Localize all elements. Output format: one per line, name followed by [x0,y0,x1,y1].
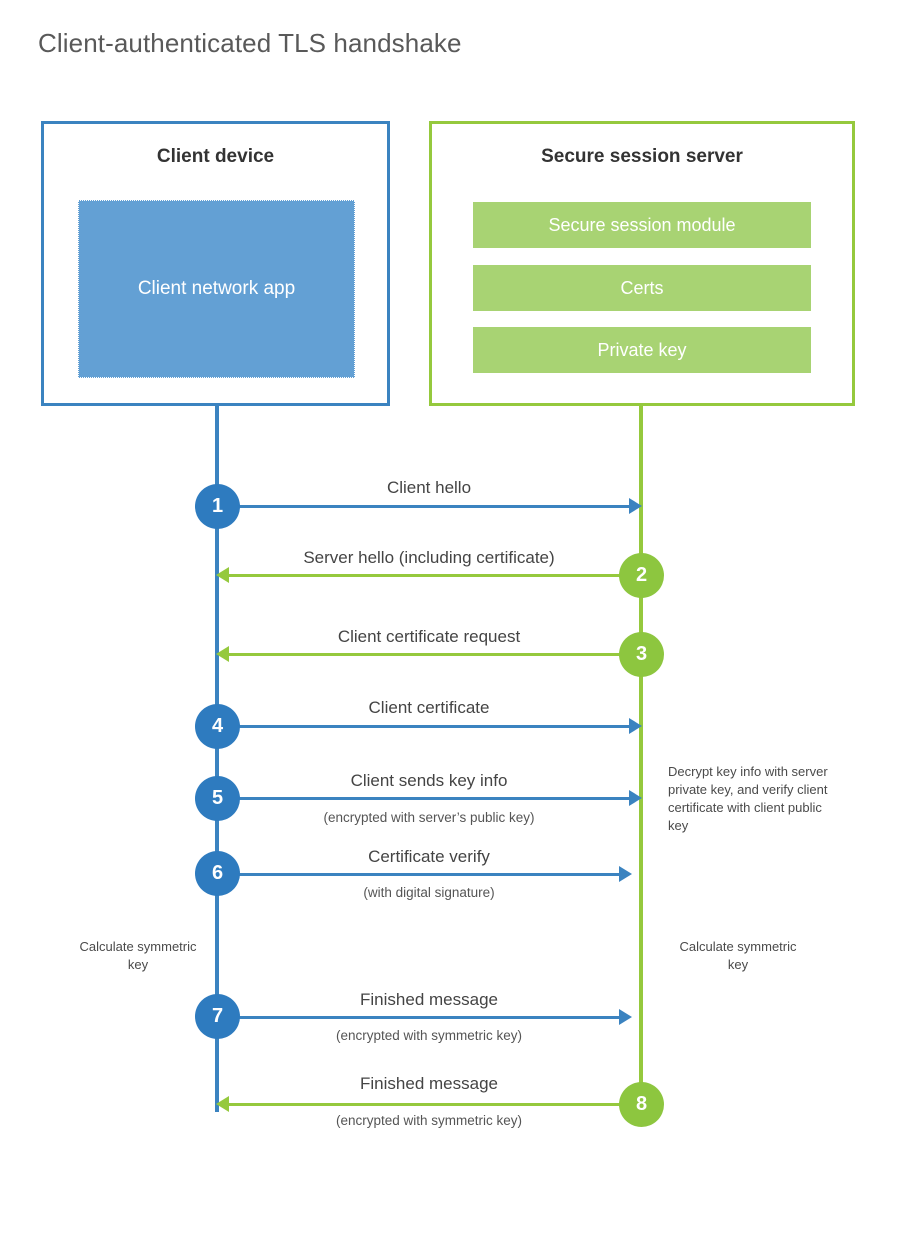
step-5-arrow-head-icon [629,790,642,806]
step-3-arrow-head-icon [216,646,229,662]
secure-session-server-title: Secure session server [541,146,743,167]
client-calculate-symmetric-key-note: Calculate symmetric key [79,939,197,972]
server-component-private-key: Private key [473,327,811,373]
step-1-circle[interactable]: 1 [195,484,240,529]
client-network-app-block: Client network app [78,200,355,378]
step-6-sublabel: (with digital signature) [363,885,495,900]
step-5-circle[interactable]: 5 [195,776,240,821]
client-device-box: Client device Client network app [41,121,390,406]
step-7-circle[interactable]: 7 [195,994,240,1039]
step-1-arrow-head-icon [629,498,642,514]
step-6-circle[interactable]: 6 [195,851,240,896]
step-1-arrow-line [217,505,632,508]
step-8-circle[interactable]: 8 [619,1082,664,1127]
step-2-circle[interactable]: 2 [619,553,664,598]
client-device-title: Client device [156,146,275,167]
server-decrypt-note: Decrypt key info with server private key… [668,764,828,833]
server-component-secure-session-module: Secure session module [473,202,811,248]
secure-session-server-box: Secure session server Secure session mod… [429,121,855,406]
page-title: Client-authenticated TLS handshake [38,28,462,58]
step-2-label: Server hello (including certificate) [303,548,555,567]
step-2-arrow-head-icon [216,567,229,583]
step-3-arrow-line [228,653,641,656]
server-lifeline [639,405,643,1105]
step-8-label: Finished message [360,1074,498,1093]
step-8-arrow-line [228,1103,641,1106]
step-5-sublabel: (encrypted with server’s public key) [323,810,535,825]
step-4-label: Client certificate [368,698,490,717]
step-7-arrow-line [217,1016,622,1019]
step-5-arrow-line [217,797,632,800]
step-5-label: Client sends key info [350,771,508,790]
step-4-circle[interactable]: 4 [195,704,240,749]
server-calculate-symmetric-key-note: Calculate symmetric key [679,939,797,972]
step-3-label: Client certificate request [337,627,521,646]
step-3-circle[interactable]: 3 [619,632,664,677]
client-lifeline [215,405,219,1112]
step-6-arrow-head-icon [619,866,632,882]
step-1-label: Client hello [386,478,472,497]
step-4-arrow-head-icon [629,718,642,734]
step-8-arrow-head-icon [216,1096,229,1112]
step-6-label: Certificate verify [368,847,490,866]
step-2-arrow-line [228,574,641,577]
step-7-label: Finished message [360,990,498,1009]
step-8-sublabel: (encrypted with symmetric key) [335,1113,523,1128]
step-6-arrow-line [217,873,622,876]
step-7-arrow-head-icon [619,1009,632,1025]
step-4-arrow-line [217,725,632,728]
server-component-certs: Certs [473,265,811,311]
step-7-sublabel: (encrypted with symmetric key) [335,1028,523,1043]
